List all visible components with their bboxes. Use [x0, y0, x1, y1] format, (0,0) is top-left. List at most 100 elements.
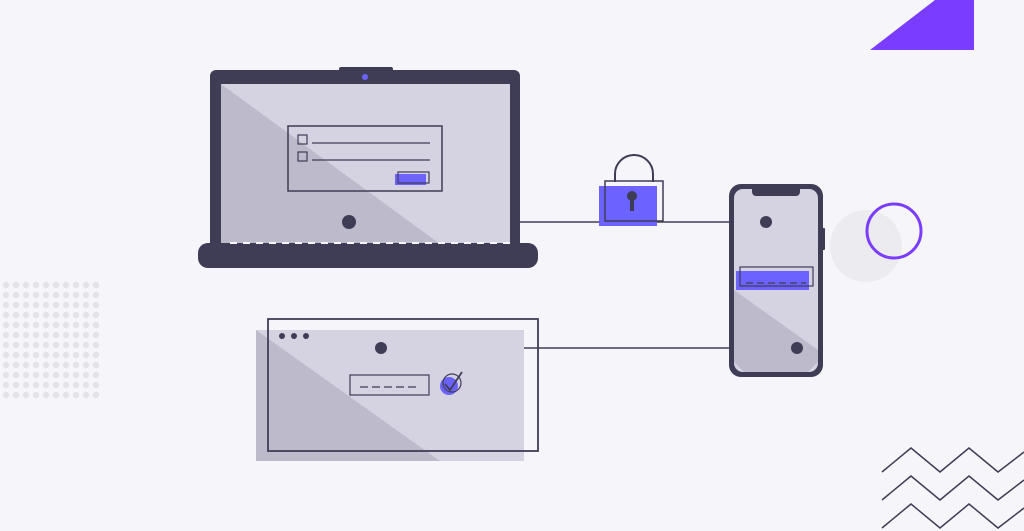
grid-dot: [22, 381, 30, 389]
window-dot-1: [279, 333, 285, 339]
grid-dot: [2, 321, 10, 329]
grid-dot: [72, 311, 80, 319]
grid-dot: [12, 281, 20, 289]
grid-dot: [62, 291, 70, 299]
grid-dot: [32, 301, 40, 309]
window-dot-2: [291, 333, 297, 339]
grid-dot: [2, 291, 10, 299]
grid-dot: [92, 281, 100, 289]
grid-dot: [62, 301, 70, 309]
grid-dot: [2, 311, 10, 319]
hinge-dash: [360, 242, 367, 244]
hinge-dash: [490, 242, 497, 244]
grid-dot: [12, 381, 20, 389]
grid-dot: [72, 291, 80, 299]
grid-dot: [42, 301, 50, 309]
hinge-dash: [477, 242, 484, 244]
grid-dot: [52, 371, 60, 379]
grid-dot: [82, 351, 90, 359]
hinge-dash: [373, 242, 380, 244]
grid-dot: [82, 311, 90, 319]
grid-dot: [12, 321, 20, 329]
grid-dot: [72, 371, 80, 379]
grid-dot: [62, 331, 70, 339]
grid-dot: [82, 361, 90, 369]
grid-dot: [62, 351, 70, 359]
hinge-dash: [282, 242, 289, 244]
grid-dot: [42, 371, 50, 379]
laptop: [198, 67, 538, 268]
grid-dot: [62, 391, 70, 399]
grid-dot: [82, 281, 90, 289]
grid-dot: [12, 311, 20, 319]
laptop-connection-node: [342, 215, 356, 229]
grid-dot: [72, 391, 80, 399]
hinge-dash: [230, 242, 237, 244]
grid-dot: [72, 381, 80, 389]
grid-dot: [42, 341, 50, 349]
grid-dot: [12, 341, 20, 349]
grid-dot: [22, 281, 30, 289]
grid-dot: [62, 361, 70, 369]
grid-dot: [32, 321, 40, 329]
hinge-dash: [334, 242, 341, 244]
grid-dot: [72, 351, 80, 359]
hinge-dash: [425, 242, 432, 244]
grid-dot: [82, 341, 90, 349]
grid-dot: [32, 331, 40, 339]
grid-dot: [52, 291, 60, 299]
login-submit-button: [397, 171, 430, 184]
grid-dot: [92, 381, 100, 389]
grid-dot: [62, 321, 70, 329]
grid-dot: [42, 281, 50, 289]
grid-dot: [2, 361, 10, 369]
grid-dot: [22, 321, 30, 329]
phone-connection-node-top: [760, 216, 772, 228]
grid-dot: [72, 341, 80, 349]
grid-dot: [82, 321, 90, 329]
window-connection-node: [375, 342, 387, 354]
laptop-screen-shade: [221, 84, 440, 244]
grid-dot: [62, 341, 70, 349]
grid-dot: [12, 331, 20, 339]
grid-dot: [22, 291, 30, 299]
phone-connection-node-bottom: [791, 342, 803, 354]
grid-dot: [82, 391, 90, 399]
grid-dot: [82, 371, 90, 379]
laptop-base: [198, 243, 538, 268]
grid-dot: [32, 361, 40, 369]
faint-circle-shape: [830, 210, 902, 282]
grid-dot: [32, 391, 40, 399]
phone-input-field: [739, 266, 814, 287]
grid-dot: [52, 301, 60, 309]
grid-dot: [62, 311, 70, 319]
zigzag-lines-shape: [881, 447, 1024, 529]
grid-dot: [42, 331, 50, 339]
grid-dot: [2, 341, 10, 349]
phone-side-button: [821, 228, 825, 250]
hinge-dash: [321, 242, 328, 244]
grid-dot: [42, 291, 50, 299]
grid-dot: [22, 371, 30, 379]
grid-dot: [42, 361, 50, 369]
grid-dot: [52, 311, 60, 319]
grid-dot: [92, 361, 100, 369]
grid-dot: [62, 381, 70, 389]
window-dot-3: [303, 333, 309, 339]
grid-dot: [12, 301, 20, 309]
grid-dot: [82, 301, 90, 309]
grid-dot: [12, 391, 20, 399]
grid-dot: [62, 371, 70, 379]
grid-dot: [52, 281, 60, 289]
grid-dot: [62, 281, 70, 289]
grid-dot: [92, 371, 100, 379]
grid-dot: [32, 311, 40, 319]
hinge-dash: [386, 242, 393, 244]
checkmark-circle-icon: [440, 371, 463, 395]
hinge-dash: [308, 242, 315, 244]
grid-dot: [52, 321, 60, 329]
grid-dot: [72, 301, 80, 309]
grid-dot: [92, 301, 100, 309]
hinge-dash: [412, 242, 419, 244]
